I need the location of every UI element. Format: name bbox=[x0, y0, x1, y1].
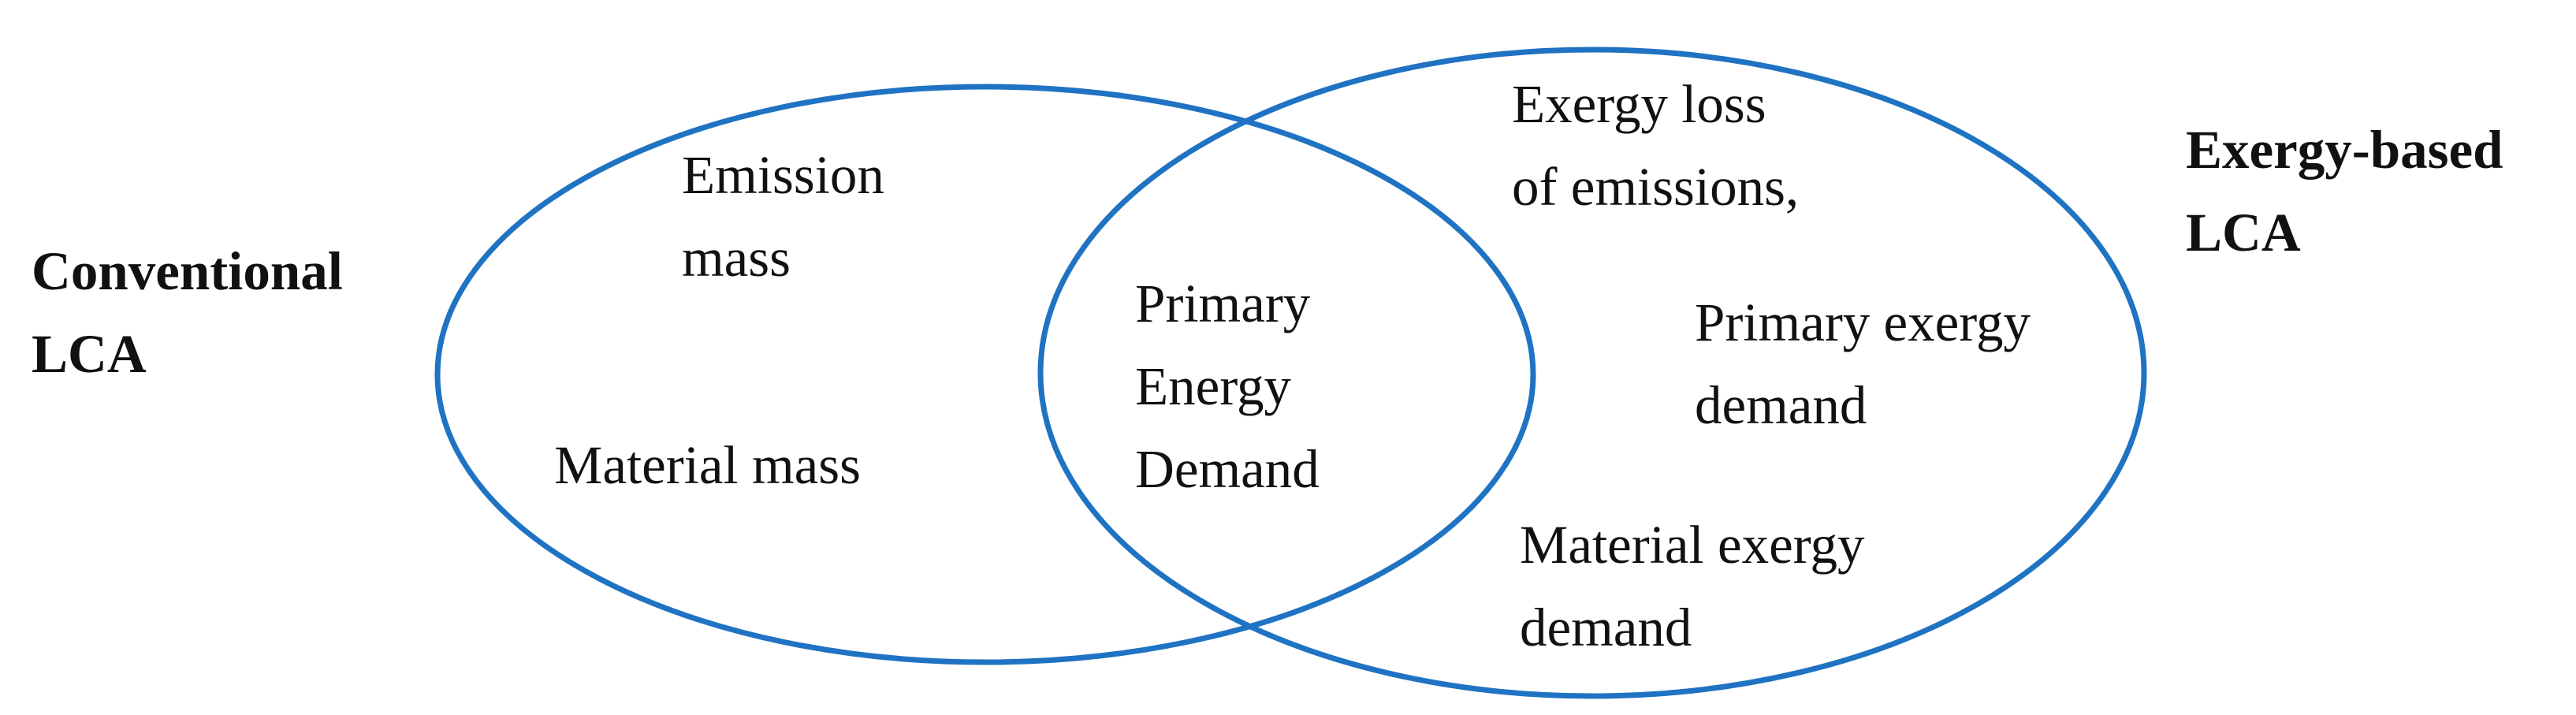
exergy-based-lca-circle bbox=[1037, 47, 2147, 699]
primary-exergy-demand-text: Primary exergy demand bbox=[1695, 292, 2044, 435]
conventional-lca-label: Conventional LCA bbox=[32, 241, 356, 384]
conventional-lca-circle bbox=[434, 84, 1536, 665]
exergy-loss-of-emissions-text: Exergy loss of emissions, bbox=[1512, 74, 1799, 217]
emission-mass-text: Emission mass bbox=[682, 145, 898, 288]
exergy-based-lca-label: Exergy-based LCA bbox=[2186, 120, 2517, 263]
material-mass-text: Material mass bbox=[554, 435, 861, 495]
primary-energy-demand-text: Primary Energy Demand bbox=[1135, 274, 1324, 499]
material-exergy-demand-text: Material exergy demand bbox=[1520, 515, 1878, 657]
